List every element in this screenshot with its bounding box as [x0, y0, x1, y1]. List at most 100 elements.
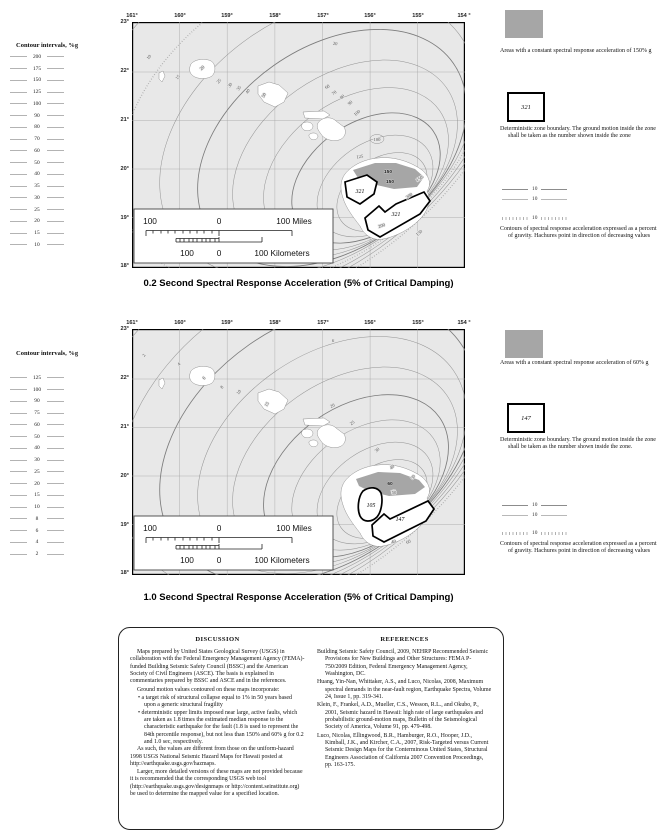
- contour-line-sample: [10, 220, 27, 222]
- lat-label: 19°: [120, 522, 129, 528]
- references-heading: REFERENCES: [380, 636, 429, 643]
- island-niihau: [158, 70, 166, 83]
- contour-line-sample: [47, 436, 64, 438]
- scale-miles-zero: 0: [217, 523, 222, 533]
- zone-value-label: 147: [396, 516, 406, 523]
- contour-line-sample: [47, 518, 64, 520]
- contour-label: 4: [176, 361, 182, 367]
- contour-interval-row: 20: [10, 216, 80, 228]
- contour-label: 15: [174, 73, 181, 80]
- contour-line-sample: [541, 188, 568, 190]
- contour-interval-value: 150: [32, 77, 42, 84]
- area-value-label: 150: [384, 169, 392, 175]
- contour-interval-row: 25: [10, 466, 80, 478]
- contour-line-sample: [10, 185, 27, 187]
- contour-line-sample: [10, 126, 27, 128]
- lon-label: 158°: [269, 13, 281, 19]
- reference-entry: Huang, Yin-Nan, Whittaker, A.S., and Luc…: [317, 679, 492, 701]
- zone-value-label: 105: [367, 503, 376, 509]
- contour-label: 2: [141, 352, 147, 357]
- contour-label: 8: [219, 384, 225, 389]
- contour-interval-value: 15: [34, 492, 40, 499]
- contour-line-sample: [502, 514, 528, 516]
- contour-intervals-heading: Contour intervals, %g: [16, 42, 79, 49]
- scale-miles-left: 100: [143, 216, 157, 226]
- contour-line-sample: [10, 150, 27, 152]
- contour-line-sample: [10, 79, 27, 81]
- contour-interval-row: 150: [10, 75, 80, 87]
- contour-interval-row: 2: [10, 548, 80, 560]
- contour-label: 200: [377, 222, 386, 229]
- lat-label: 23°: [120, 19, 129, 25]
- contour-interval-row: 60: [10, 145, 80, 157]
- contour-line-sample: [10, 494, 27, 496]
- contour-line-sample: [47, 115, 64, 117]
- contour-line-sample: [10, 138, 27, 140]
- contour-label: 20: [199, 64, 206, 71]
- lon-label: 155°: [412, 320, 424, 326]
- scale-miles-right: 100 Miles: [276, 523, 312, 533]
- contour-line-sample: [10, 68, 27, 70]
- contour-line-sample: [47, 173, 64, 175]
- contour-labels: 10 15 20 25 30 35 40 50 20 60 70 80 90 1…: [145, 40, 425, 237]
- contour-line-sample: [10, 197, 27, 199]
- contour-line-sample: [47, 56, 64, 58]
- contour-line-sample: [47, 138, 64, 140]
- contour-interval-value: 40: [34, 171, 40, 178]
- zone-boundary-caption: Deterministic zone boundary. The ground …: [500, 126, 656, 140]
- contour-label: 100: [374, 137, 382, 142]
- contour-label: 30: [374, 446, 381, 453]
- contour-line-sample: [47, 447, 64, 449]
- lat-label: 18°: [120, 570, 129, 576]
- contour-sample-value: 10: [532, 512, 538, 518]
- contour-interval-value: 40: [34, 445, 40, 452]
- scale-km-left: 100: [180, 555, 194, 565]
- contour-sample-value: 10: [532, 215, 538, 221]
- contour-interval-row: 60: [10, 419, 80, 431]
- contour-line-sample: [10, 530, 27, 532]
- contour-interval-value: 60: [34, 147, 40, 154]
- contour-interval-value: 20: [34, 218, 40, 225]
- deterministic-zones: [344, 174, 432, 238]
- contour-sample-hachured: 10: [500, 215, 610, 221]
- contour-line-sample: [47, 377, 64, 379]
- contour-interval-value: 200: [32, 53, 42, 60]
- contour-label: 60: [324, 83, 331, 90]
- contour-line-sample: [47, 506, 64, 508]
- contour-interval-value: 20: [34, 480, 40, 487]
- contour-interval-value: 70: [34, 136, 40, 143]
- references-column: REFERENCES Building Seismic Safety Counc…: [317, 636, 492, 821]
- scale-bar: 100 0 100 Miles 100 0 100 Kilometers: [133, 515, 334, 571]
- constant-area-swatch: [505, 330, 543, 358]
- lon-label: 160°: [174, 320, 186, 326]
- lon-label: 159°: [221, 320, 233, 326]
- contour-interval-row: 40: [10, 443, 80, 455]
- contour-interval-row: 35: [10, 180, 80, 192]
- miles-ruler: [145, 537, 293, 543]
- discussion-paragraph: Maps prepared by United States Geologica…: [130, 649, 305, 685]
- scale-km-zero: 0: [217, 248, 222, 258]
- lon-label: 158°: [269, 320, 281, 326]
- contour-interval-row: 10: [10, 501, 80, 513]
- contour-interval-row: 70: [10, 133, 80, 145]
- contour-line-sample: [10, 232, 27, 234]
- contour-label: 100: [353, 108, 362, 117]
- scale-km-right: 100 Kilometers: [254, 248, 309, 258]
- contour-line-sample: [10, 412, 27, 414]
- contour-line-sample: [10, 244, 27, 246]
- contour-interval-value: 90: [34, 112, 40, 119]
- contour-line-sample: [47, 412, 64, 414]
- contour-label: 40: [244, 87, 251, 94]
- contour-interval-value: 80: [34, 124, 40, 131]
- contour-label: 25: [349, 419, 356, 426]
- contour-interval-value: 90: [34, 398, 40, 405]
- contour-interval-value: 25: [34, 206, 40, 213]
- contour-intervals-heading: Contour intervals, %g: [16, 350, 79, 357]
- contour-line-sample: [47, 530, 64, 532]
- reference-entry: Luco, Nicolas, Ellingwood, B.R., Hamburg…: [317, 732, 489, 768]
- lon-label: 161°: [126, 320, 138, 326]
- contour-labels: 2 4 6 8 10 15 6 20 25 30 40 50 50 40 60 …: [140, 337, 417, 545]
- contour-label: 40: [391, 538, 397, 544]
- discussion-column: DISCUSSION Maps prepared by United State…: [130, 636, 305, 821]
- scale-km-left: 100: [180, 248, 194, 258]
